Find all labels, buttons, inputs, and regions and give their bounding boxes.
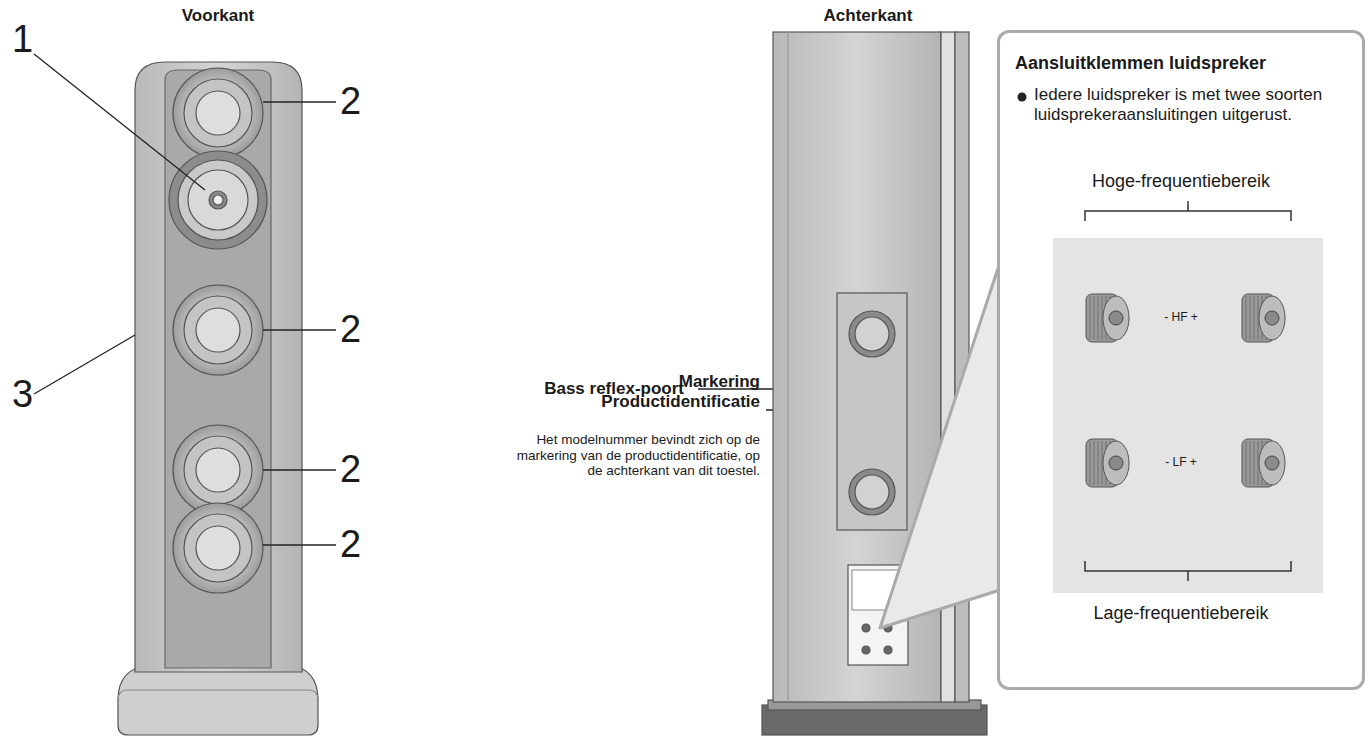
terminal-label: - LF + [1000,455,1362,469]
callout-number: 3 [12,373,33,417]
range-label: Lage-frequentiebereik [1000,603,1362,625]
callout-number: 2 [340,80,361,124]
view-title: Achterkant [824,6,913,26]
terminal-label: - HF + [1000,310,1362,324]
callout-number: 2 [340,308,361,352]
callout-number: 2 [340,523,361,567]
back-speaker [762,32,987,735]
leader-lines [34,54,843,682]
terminal-illustration [1000,33,1362,687]
callout-box: Aansluitklemmen luidsprekerIedere luidsp… [997,30,1365,690]
callout-heading: Aansluitklemmen luidspreker [1015,53,1266,75]
callout-wedge [880,262,1000,628]
callout-number: 2 [340,448,361,492]
range-label: Hoge-frequentiebereik [1000,171,1362,193]
callout-number: 1 [12,18,33,62]
part-name: Markering Productidentificatie [585,372,760,411]
note-text: Het modelnummer bevindt zich op de marke… [515,432,760,479]
callout-body: Iedere luidspreker is met twee soorten l… [1034,85,1334,126]
front-speaker [118,62,318,735]
view-title: Voorkant [182,6,254,26]
